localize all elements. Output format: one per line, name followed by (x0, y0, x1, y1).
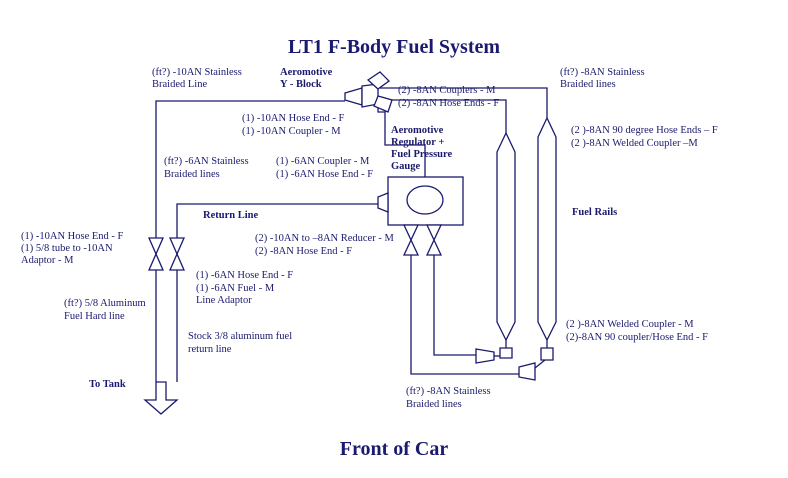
label-y-braided-line: (ft?) -10AN Stainless (152, 67, 242, 78)
diagram-title: LT1 F-Body Fuel System (288, 36, 500, 58)
regulator-to-right-rail-line (433, 262, 476, 356)
label-line-adaptor-3: Line Adaptor (196, 295, 252, 306)
y-block-outlet-lower (373, 95, 393, 113)
fuel-lines (155, 87, 548, 382)
aeromotive-y-block (344, 71, 393, 113)
label-y-braided-line-2: Braided Line (152, 79, 207, 90)
yblock-to-regulator-line (377, 100, 426, 173)
fuel-rails (475, 116, 557, 381)
regulator-return-port (377, 192, 389, 213)
label-reducer-2: (2) -8AN Hose End - F (255, 246, 352, 257)
label-stock-return-2: return line (188, 344, 232, 355)
label-fuel-rails: Fuel Rails (572, 207, 617, 218)
pressure-gauge (406, 185, 444, 215)
label-regulator-4: Gauge (391, 161, 421, 172)
label-reducer: (2) -10AN to –8AN Reducer - M (255, 233, 394, 244)
yblock-to-right-rail-line (380, 87, 548, 118)
label-left-adaptor-2: (1) 5/8 tube to -10AN (21, 243, 113, 254)
label-rails-90: (2 )-8AN 90 degree Hose Ends – F (571, 125, 718, 136)
regulator-outlet-fitting-left (402, 224, 420, 256)
label-braided8-bottom-2: Braided lines (406, 399, 462, 410)
diagram-labels: LT1 F-Body Fuel System (ft?) -10AN Stain… (21, 36, 718, 460)
y-block-inlet (344, 87, 363, 106)
rail-right-90-fitting (540, 347, 554, 361)
label-welded-bottom-2: (2)-8AN 90 coupler/Hose End - F (566, 332, 708, 343)
regulator-outlet-fitting-right (425, 224, 443, 256)
label-return-line: Return Line (203, 210, 258, 221)
label-rails-90-2: (2 )-8AN Welded Coupler –M (571, 138, 698, 149)
rail-left-90-fitting (499, 347, 513, 359)
return-line-adaptor-fitting (169, 237, 185, 271)
supply-hard-line (155, 100, 345, 382)
label-regulator: Aeromotive (391, 125, 444, 136)
regulator-to-left-rail-line (410, 262, 519, 375)
label-y-block: Aeromotive (280, 67, 333, 78)
label-coupler6-2: (1) -6AN Hose End - F (276, 169, 373, 180)
label-braided6: (ft?) -6AN Stainless (164, 156, 249, 167)
footer-front-of-car: Front of Car (340, 438, 449, 460)
label-regulator-3: Fuel Pressure (391, 149, 452, 160)
fuel-pressure-regulator (377, 173, 464, 262)
label-hardline-2: Fuel Hard line (64, 311, 125, 322)
label-couplers-top-2: (2) -8AN Hose Ends - F (398, 98, 499, 109)
label-line-adaptor-2: (1) -6AN Fuel - M (196, 283, 275, 294)
label-y-block-2: Y - Block (280, 79, 322, 90)
left-side-fittings (143, 237, 185, 415)
label-braided6-2: Braided lines (164, 169, 220, 180)
label-braided8-top-2: Braided lines (560, 79, 616, 90)
label-regulator-2: Regulator + (391, 137, 444, 148)
label-stock-return: Stock 3/8 aluminum fuel (188, 331, 292, 342)
label-left-adaptor: (1) -10AN Hose End - F (21, 231, 124, 242)
label-hardline: (ft?) 5/8 Aluminum (64, 298, 146, 309)
fuel-rail-right (537, 116, 557, 342)
label-hose10: (1) -10AN Hose End - F (242, 113, 345, 124)
yblock-to-left-rail-line (390, 99, 507, 133)
label-coupler6: (1) -6AN Coupler - M (276, 156, 370, 167)
label-braided8-bottom: (ft?) -8AN Stainless (406, 386, 491, 397)
stock-return-line (176, 203, 378, 382)
to-tank-arrow (143, 381, 179, 415)
label-to-tank: To Tank (89, 379, 126, 390)
fuel-rail-left (496, 131, 516, 342)
label-left-adaptor-3: Adaptor - M (21, 255, 74, 266)
y-block-outlet-upper (366, 71, 390, 90)
hardline-adaptor-fitting (148, 237, 164, 271)
label-line-adaptor: (1) -6AN Hose End - F (196, 270, 293, 281)
label-hose10-2: (1) -10AN Coupler - M (242, 126, 341, 137)
label-couplers-top: (2) -8AN Couplers - M (398, 85, 496, 96)
label-braided8-top: (ft?) -8AN Stainless (560, 67, 645, 78)
label-welded-bottom: (2 )-8AN Welded Coupler - M (566, 319, 694, 330)
